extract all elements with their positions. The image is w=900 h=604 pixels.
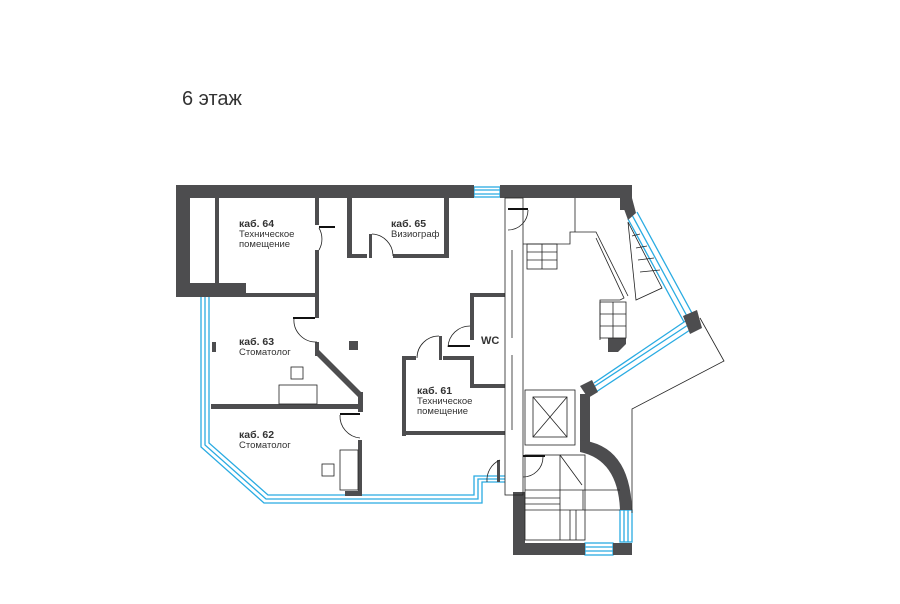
door-64 (318, 227, 323, 251)
balcony-outline (631, 317, 725, 513)
chair-63 (290, 366, 304, 380)
room-62-label: каб. 62 Стоматолог (239, 430, 291, 451)
room-number: каб. 62 (239, 429, 275, 441)
column (349, 341, 358, 350)
room-name-line2: помещение (239, 239, 291, 250)
window-diagonal-east (631, 214, 689, 319)
door-61 (416, 335, 440, 359)
room-65-label: каб. 65 Визиограф (391, 219, 439, 240)
room-name: Техническое (417, 396, 473, 407)
room-number: каб. 61 (417, 385, 453, 397)
stairs-lower (524, 454, 586, 541)
door-63 (293, 317, 318, 343)
stairs-corner (627, 221, 663, 301)
door-wc (447, 325, 471, 348)
chair-62 (321, 463, 335, 477)
door-leaves (293, 208, 545, 457)
room-64-label: каб. 64 Техническое помещение (239, 219, 294, 250)
room-name: Стоматолог (239, 347, 291, 358)
lines (278, 197, 725, 541)
room-name-line2: помещение (417, 406, 469, 417)
door-65 (371, 233, 394, 257)
window-stair-east (619, 509, 633, 543)
room-name: Стоматолог (239, 440, 291, 451)
window-diagonal-south (591, 324, 689, 389)
stair-shaft-column (504, 197, 524, 496)
window-left-south (200, 297, 505, 504)
room-number: каб. 64 (239, 218, 275, 230)
room-number: каб. 65 (391, 218, 427, 230)
window-top (473, 186, 501, 198)
room-61-label: каб. 61 Техническое помещение (417, 386, 472, 417)
door-62 (339, 414, 361, 439)
room-name: Техническое (239, 229, 295, 240)
room-name: Визиограф (391, 229, 440, 240)
room-63-label: каб. 63 Стоматолог (239, 337, 291, 358)
floor-title: 6 этаж (182, 88, 242, 110)
walls (176, 185, 702, 555)
window-stair-south (584, 542, 614, 556)
wc-label: WC (481, 335, 500, 347)
desk-63 (278, 384, 318, 405)
room-number: каб. 63 (239, 336, 275, 348)
door-upper-stair (507, 209, 529, 231)
elevator (524, 389, 576, 446)
desk-62 (339, 449, 359, 491)
door-stair (486, 459, 501, 483)
